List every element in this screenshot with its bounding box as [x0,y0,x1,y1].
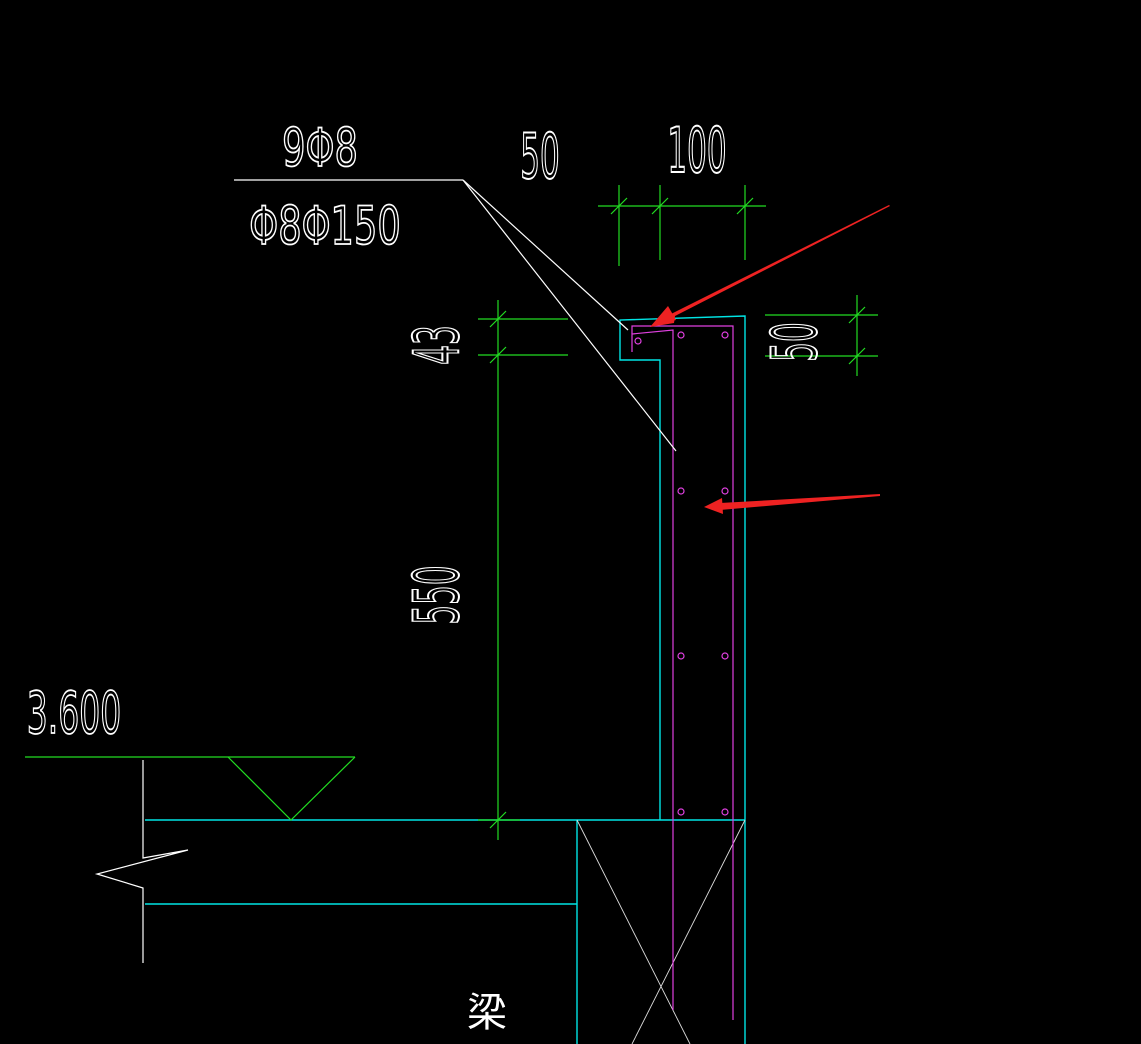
rebar-dot [677,487,685,495]
rebar-dot [677,808,685,816]
rebar-label-stirrup: Φ8Φ150 [249,195,401,257]
rebar-dot [721,808,729,816]
concrete-outline [145,315,746,1044]
rebar-dot [721,331,729,339]
dim-right-top-height: 50 [758,322,831,361]
red-arrow-middle-head [704,498,723,514]
rebar-dot [677,331,685,339]
rebar-group [631,325,734,1020]
red-arrow-middle [720,494,880,510]
dim-wall-height: 550 [400,565,473,624]
rebar-dot [721,487,729,495]
red-arrow-top-head [650,306,676,327]
break-line [94,760,189,963]
dim-top-right: 100 [667,114,726,187]
leader-line-2 [462,179,677,452]
rebar-dot [677,652,685,660]
outer-bar [631,325,734,1020]
rebar-dot [634,337,642,345]
red-arrows [650,205,890,514]
stirrup-bar [631,329,674,1010]
dim-lip-height: 43 [400,325,473,364]
elevation-value: 3.600 [27,680,121,747]
beam-cross [576,819,746,1044]
dimension-lines [478,185,878,840]
annotation-lines [94,179,677,963]
rebar-dot [721,652,729,660]
elevation-marker [25,756,356,821]
parapet-profile [619,315,746,1044]
beam-label: 梁 [467,990,507,1036]
rebar-label-longitudinal: 9Φ8 [282,117,358,179]
leader-line-1 [462,179,629,331]
red-arrow-top [650,205,890,327]
dim-top-left: 50 [520,120,559,193]
